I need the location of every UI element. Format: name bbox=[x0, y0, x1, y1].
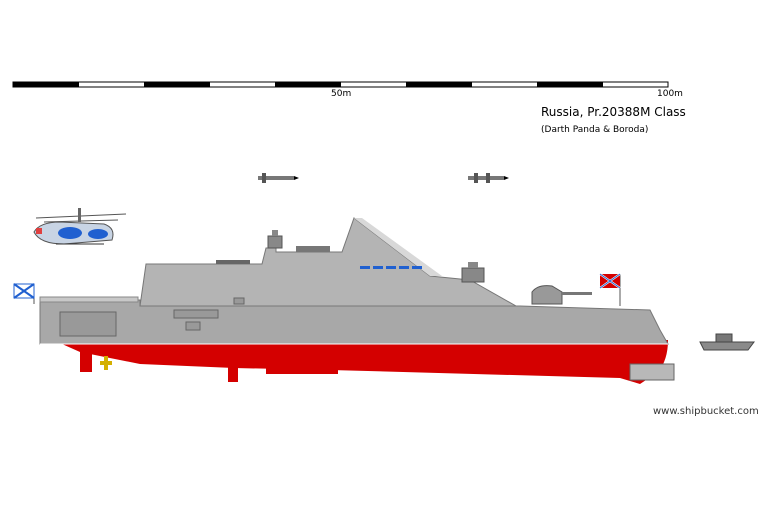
helideck-railing bbox=[39, 296, 139, 303]
ciws-icon bbox=[267, 230, 283, 249]
helicopter-icon bbox=[33, 208, 127, 245]
missile-icon bbox=[468, 173, 509, 183]
radar-window-strip bbox=[360, 266, 422, 269]
hull-lower bbox=[40, 340, 668, 384]
stern-door bbox=[59, 311, 117, 337]
hull-panel bbox=[233, 297, 245, 305]
boat-icon bbox=[699, 333, 755, 351]
skeg bbox=[228, 366, 238, 382]
keel-strip bbox=[266, 368, 338, 374]
hull-panel bbox=[173, 309, 219, 319]
scale-label-end: 100m bbox=[657, 89, 683, 99]
mast-face bbox=[354, 218, 442, 276]
deck-rail bbox=[216, 260, 250, 264]
hull-upper bbox=[39, 299, 669, 345]
propeller-icon bbox=[100, 356, 112, 370]
stern-flag-icon bbox=[13, 283, 35, 304]
ciws-icon bbox=[461, 262, 485, 283]
superstructure bbox=[139, 217, 518, 307]
hull-panel bbox=[185, 321, 201, 331]
main-gun-icon bbox=[531, 285, 592, 305]
credit-link[interactable]: www.shipbucket.com bbox=[653, 406, 759, 417]
rudder bbox=[80, 350, 92, 372]
missile-icon bbox=[258, 173, 299, 183]
page-title: Russia, Pr.20388M Class bbox=[541, 105, 686, 119]
scale-bar bbox=[12, 81, 669, 88]
radar-platform bbox=[296, 246, 330, 252]
authors: (Darth Panda & Boroda) bbox=[541, 125, 649, 135]
scale-label-mid: 50m bbox=[331, 89, 352, 99]
bow-sonar bbox=[629, 363, 675, 381]
jack-flag-icon bbox=[599, 273, 621, 306]
